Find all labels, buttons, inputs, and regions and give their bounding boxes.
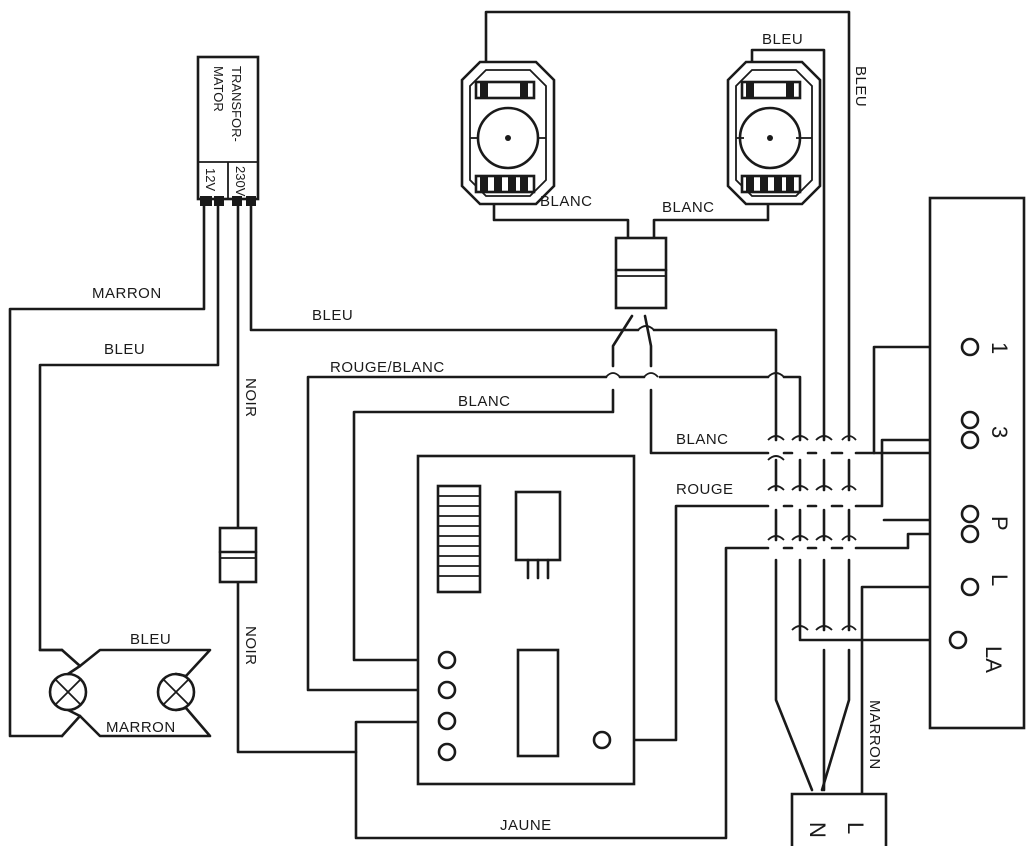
board-terminal-3 <box>437 711 457 731</box>
label-bleu-right-vertical: BLEU <box>852 66 869 107</box>
label-noir-bottom: NOIR <box>242 626 259 666</box>
heatsink-fins <box>438 495 480 577</box>
control-board <box>416 454 636 786</box>
connector-motor <box>614 236 668 310</box>
ic-chip <box>516 648 560 758</box>
wire-marron-left <box>8 203 206 738</box>
label-bleu-motor-top: BLEU <box>762 31 803 48</box>
supply-label-l: L <box>843 822 868 834</box>
terminal-label-l: L <box>987 574 1012 586</box>
label-bleu-left: BLEU <box>104 341 145 358</box>
wire-blanc-terminal-3 <box>643 314 970 455</box>
terminal-label-la: LA <box>981 646 1006 673</box>
label-blanc-motor-right: BLANC <box>662 199 715 216</box>
supply-label-n: N <box>805 822 830 838</box>
label-blanc-1: BLANC <box>458 393 511 410</box>
label-blanc-motor-left: BLANC <box>540 193 593 210</box>
transformer-voltage-12: 12V <box>203 168 218 191</box>
wire-bleu-top-loop <box>484 10 851 442</box>
wire-blanc-motor-left <box>492 194 630 240</box>
label-noir-top: NOIR <box>242 378 259 418</box>
heatsink <box>436 484 482 594</box>
terminal-block: 1 3 P L LA <box>928 196 1026 730</box>
wire-bleu-right-down <box>820 458 851 792</box>
terminal-block-body <box>928 196 1026 730</box>
wire-crossings <box>605 325 857 631</box>
wire-bleu-mid <box>249 203 814 792</box>
wire-bleu-left <box>38 203 220 652</box>
wire-bleu-motor-right <box>750 48 826 792</box>
connector-noir <box>218 526 258 584</box>
wire-blanc-motor-right <box>652 194 770 240</box>
transformer-voltage-230: 230V <box>233 166 248 197</box>
transformer: TRANSFOR- MATOR 230V 12V <box>196 55 260 206</box>
wire-jaune <box>354 532 970 840</box>
label-marron-right: MARRON <box>866 700 883 770</box>
wire-rouge-blanc <box>306 375 952 692</box>
terminal-label-1: 1 <box>987 342 1012 354</box>
board-terminal-1 <box>437 650 457 670</box>
motor-right <box>726 60 822 206</box>
label-bleu-lamps: BLEU <box>130 631 171 648</box>
power-supply: N L <box>790 792 888 846</box>
label-jaune: JAUNE <box>500 817 552 834</box>
supply-box <box>790 792 888 846</box>
lamps <box>38 648 212 738</box>
wire-network <box>8 10 970 840</box>
transformer-label-1: TRANSFOR- <box>229 66 244 142</box>
wire-blanc-board <box>352 314 634 662</box>
label-blanc-2: BLANC <box>676 431 729 448</box>
wire-rouge <box>602 438 970 742</box>
label-bleu-mid: BLEU <box>312 307 353 324</box>
label-marron-lamps: MARRON <box>106 719 176 736</box>
label-rouge: ROUGE <box>676 481 734 498</box>
terminal-label-p: P <box>987 516 1012 531</box>
motor-left <box>460 60 556 206</box>
wire-noir <box>236 203 358 754</box>
board-terminal-4 <box>437 742 457 762</box>
relay <box>514 490 562 562</box>
board-terminal-2 <box>437 680 457 700</box>
board-terminal-5 <box>592 730 612 750</box>
terminal-label-3: 3 <box>987 426 1012 438</box>
transformer-label-2: MATOR <box>211 66 226 112</box>
label-rouge-blanc: ROUGE/BLANC <box>330 359 445 376</box>
wire-labels: MARRON BLEU BLEU NOIR NOIR ROUGE/BLANC B… <box>92 31 883 834</box>
label-marron-left: MARRON <box>92 285 162 302</box>
